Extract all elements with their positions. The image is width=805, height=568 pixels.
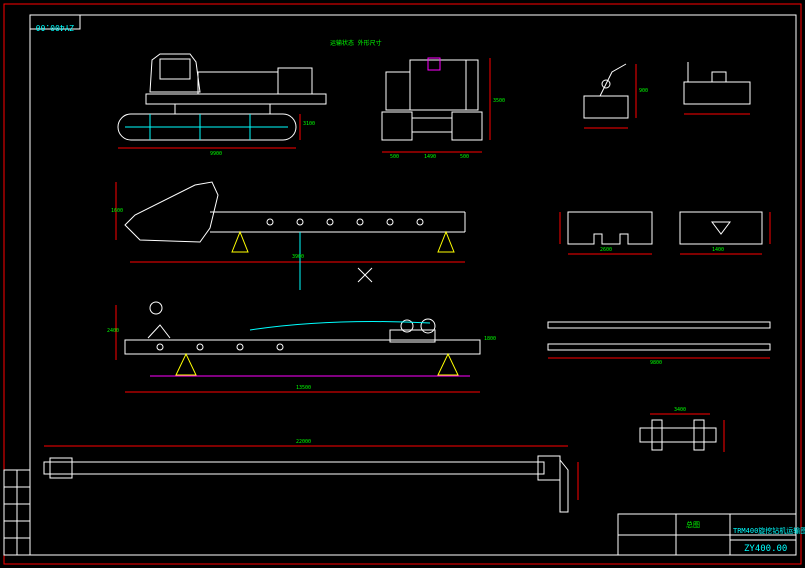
drawing-number: ZY400.00 bbox=[744, 544, 787, 554]
dim-body-side: 1800 bbox=[484, 336, 496, 342]
view-kelly-bars bbox=[547, 321, 771, 359]
dim-front-c: 500 bbox=[460, 154, 469, 160]
view-power-head bbox=[639, 413, 725, 452]
dim-kelly-length: 9800 bbox=[650, 360, 662, 366]
dim-front-height: 3500 bbox=[493, 98, 505, 104]
view-counterweight-top bbox=[583, 63, 637, 129]
dim-side-length: 9900 bbox=[210, 151, 222, 157]
view-whole-machine-front bbox=[381, 57, 491, 153]
outer-frame bbox=[3, 3, 802, 565]
dim-mast-height: 1600 bbox=[111, 208, 123, 214]
dim-front-a: 500 bbox=[390, 154, 399, 160]
view-main-body bbox=[115, 301, 481, 393]
dim-pipe-length: 22000 bbox=[296, 439, 311, 445]
header-note: 运输状态 外形尺寸 bbox=[330, 39, 382, 47]
dim-body-height: 2400 bbox=[107, 328, 119, 334]
margin-table bbox=[3, 469, 31, 556]
dim-body-length: 13500 bbox=[296, 385, 311, 391]
view-weight-block-1 bbox=[559, 211, 653, 255]
view-drill-pipe bbox=[43, 445, 579, 513]
title-label: 总图 bbox=[686, 520, 700, 529]
inner-frame bbox=[29, 14, 797, 556]
dim-cw-top: 900 bbox=[639, 88, 648, 94]
view-mast-assembly bbox=[115, 181, 466, 290]
title-block bbox=[617, 513, 797, 556]
dim-mast-length: 3900 bbox=[292, 254, 304, 260]
dim-block2-width: 1400 bbox=[712, 247, 724, 253]
view-counterweight-small bbox=[683, 62, 751, 115]
dim-powerhead-width: 3400 bbox=[674, 407, 686, 413]
doc-code-top: ZY400.00 bbox=[36, 23, 75, 32]
dim-block1-width: 2600 bbox=[600, 247, 612, 253]
view-whole-machine-side bbox=[117, 53, 327, 149]
dim-front-b: 1490 bbox=[424, 154, 436, 160]
product-name: TRM400旋挖钻机运输图 bbox=[733, 526, 805, 535]
view-weight-block-2 bbox=[679, 211, 771, 255]
doc-code-box: ZY400.00 bbox=[29, 14, 81, 32]
dim-side-height: 3100 bbox=[303, 121, 315, 127]
